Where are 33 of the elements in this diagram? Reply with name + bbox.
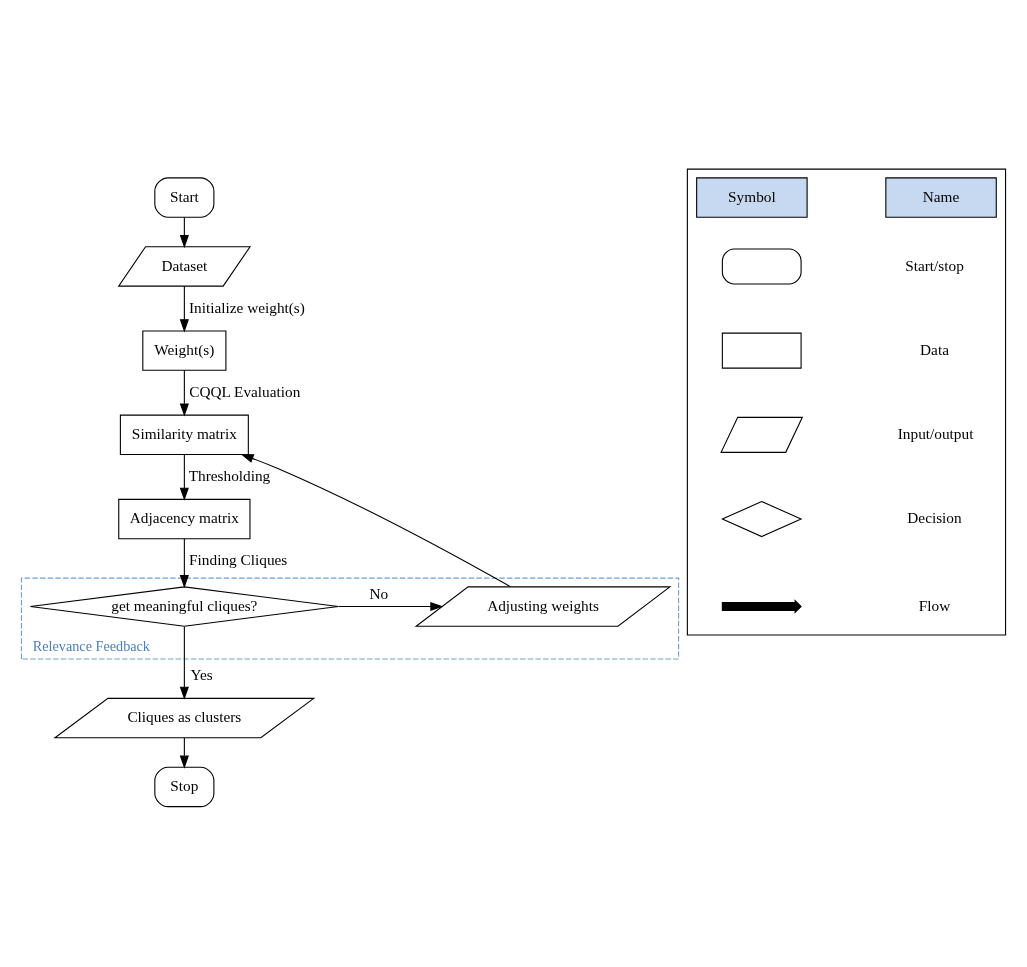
edge-label: No <box>369 585 389 603</box>
edge-label: Initialize weight(s) <box>188 298 305 316</box>
arrow <box>179 454 189 501</box>
edge-label: Thresholding <box>188 466 271 484</box>
node-diamond: get meaningful cliques? <box>29 586 339 627</box>
legend-label: Flow <box>918 596 951 614</box>
node-box <box>721 332 802 369</box>
legend-label: Data <box>920 340 949 358</box>
edge-label: Yes <box>190 666 213 683</box>
node-box: Adjacency matrix <box>118 498 251 540</box>
node-parallelogram <box>720 416 804 453</box>
arrow <box>179 285 189 333</box>
node-box: Stop <box>154 766 215 808</box>
node-box <box>721 248 802 285</box>
arrow <box>338 601 444 612</box>
arrow <box>179 626 189 700</box>
arrow <box>179 369 189 417</box>
edge-label: CQQL Evaluation <box>189 382 301 400</box>
arrow <box>179 538 189 589</box>
legend-label: Input/output <box>897 424 974 442</box>
node-arrow <box>721 599 802 614</box>
legend-label: Start/stop <box>905 256 964 274</box>
label: Name <box>922 187 960 205</box>
arrow <box>179 737 189 769</box>
arrow <box>240 454 511 588</box>
node-box: Similarity matrix <box>119 414 249 456</box>
node-diamond <box>721 500 803 538</box>
cluster <box>686 168 1007 636</box>
edge-label: Finding Cliques <box>189 551 288 569</box>
node-box: Start <box>154 177 215 218</box>
label: Symbol <box>728 187 776 205</box>
legend-label: Decision <box>907 509 962 527</box>
node-box: Weight(s) <box>142 330 227 371</box>
